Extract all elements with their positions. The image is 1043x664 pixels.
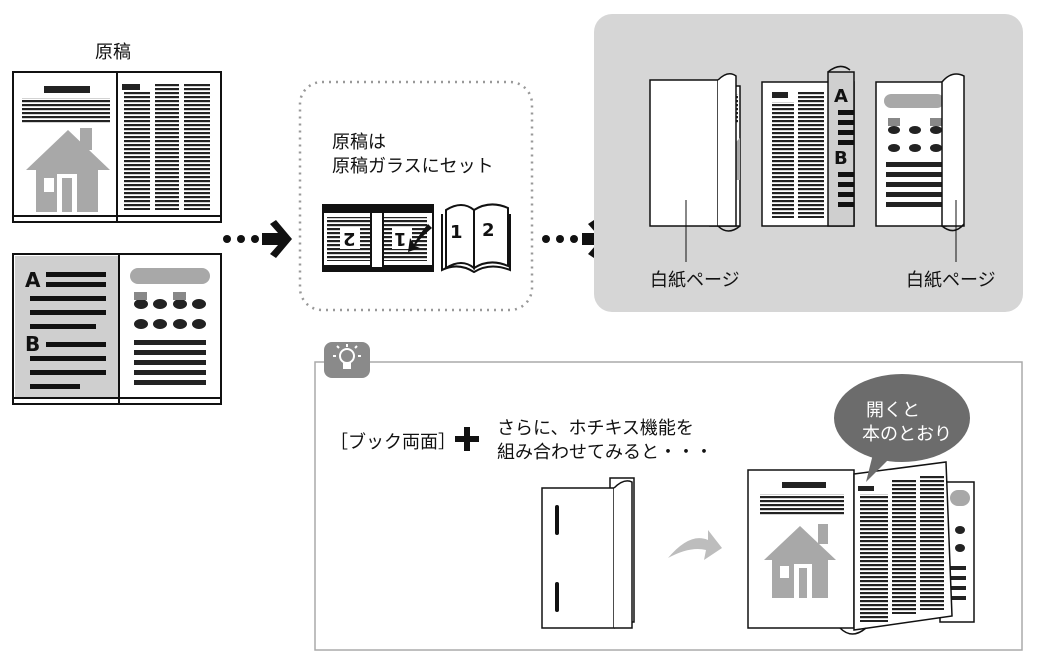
lightbulb-icon: [324, 342, 370, 378]
bubble-line-1: 開くと: [866, 400, 920, 421]
arrow-right-icon: [223, 220, 292, 258]
instruction-line-2: 原稿ガラスにセット: [332, 156, 494, 177]
output-sheet-1: [649, 73, 741, 262]
opened-booklet: [747, 461, 975, 635]
blank-page-label-right: 白紙ページ: [906, 270, 996, 291]
original-book-2: [12, 253, 222, 405]
letter-a: A: [25, 268, 41, 292]
letter-b: B: [25, 332, 41, 356]
scanner-glass-icon: [322, 204, 434, 272]
plus-icon: [455, 427, 479, 451]
tip-mode-label: ［ブック両面］: [330, 432, 456, 453]
output-sheet-2: [761, 65, 855, 227]
page-number: 2: [482, 220, 495, 241]
stapled-booklet: [541, 477, 635, 629]
tip-line-2: 組み合わせてみると・・・: [497, 442, 713, 463]
bubble-line-2: 本のとおり: [862, 424, 952, 445]
original-book-1: [12, 71, 222, 223]
page-number: 1: [450, 222, 463, 243]
output-letter-b: B: [834, 148, 848, 169]
curved-arrow-icon: [668, 530, 722, 560]
staple-icon: [555, 505, 559, 535]
blank-page-label-left: 白紙ページ: [650, 270, 740, 291]
curved-arrow-icon: [408, 224, 432, 252]
original-title: 原稿: [95, 42, 131, 63]
tip-line-1: さらに、ホチキス機能を: [497, 418, 694, 439]
house-icon: [26, 128, 110, 212]
instruction-line-1: 原稿は: [332, 132, 386, 153]
output-sheet-3: [875, 73, 965, 262]
staple-icon: [555, 582, 559, 612]
page-number: 2: [343, 228, 356, 249]
page-number: 1: [394, 228, 407, 249]
open-book-icon: [441, 203, 511, 274]
instruction-box: [298, 80, 534, 312]
speech-bubble: [834, 374, 970, 482]
output-letter-a: A: [834, 86, 848, 107]
